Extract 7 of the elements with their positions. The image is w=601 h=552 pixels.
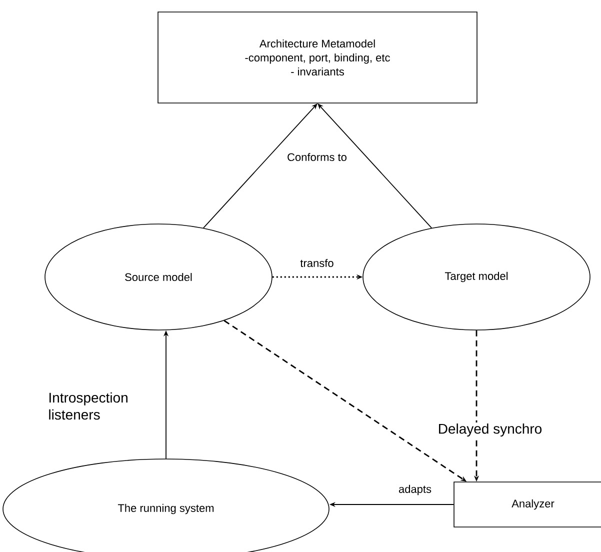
edge-label: adapts <box>398 484 433 496</box>
edge-label: Introspection listeners <box>47 391 128 421</box>
process-box: Analyzer <box>454 482 601 528</box>
edge-label: Delayed synchro <box>436 422 544 438</box>
edge-label: Conforms to <box>286 152 348 162</box>
edge-label: transfo <box>299 258 335 268</box>
metamodel-box: Architecture Metamodel -component, port, binding, etc - invariants <box>158 12 478 104</box>
